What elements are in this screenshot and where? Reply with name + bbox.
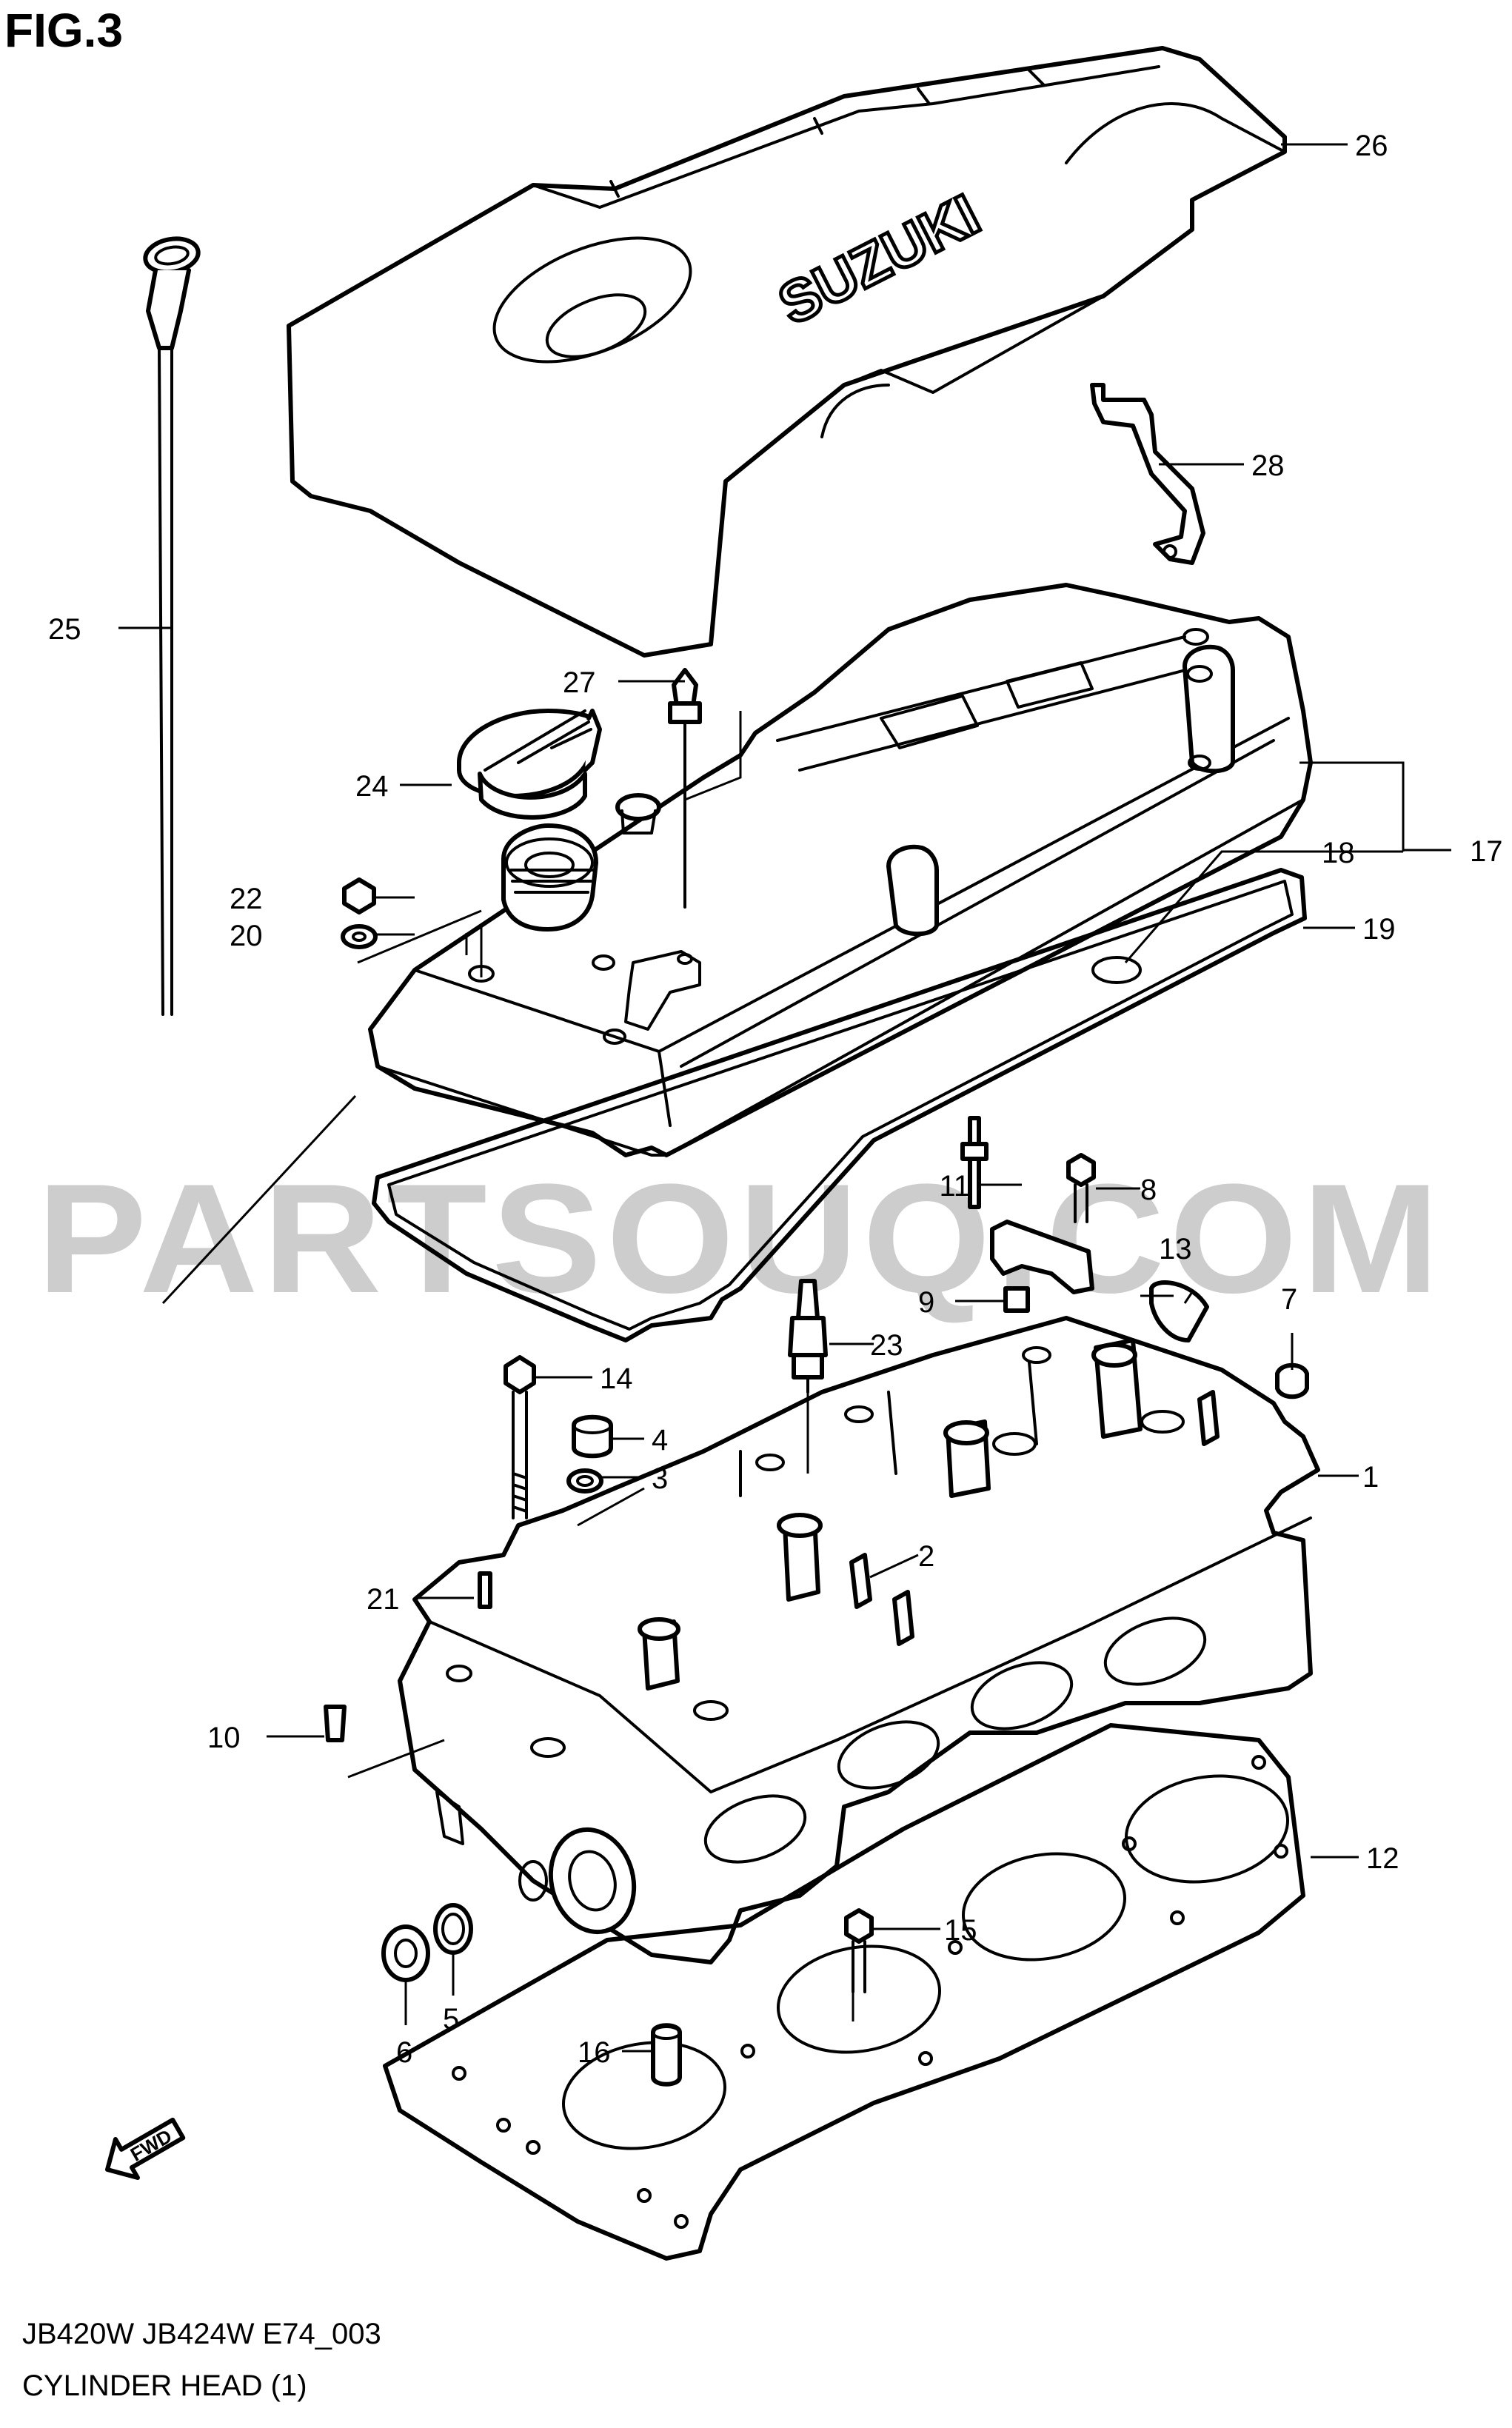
callout-26[interactable]: 26 <box>1355 130 1388 162</box>
oil-filler-cap[interactable] <box>457 709 602 820</box>
bracket[interactable] <box>1090 383 1205 565</box>
plug-4[interactable] <box>572 1414 613 1459</box>
callout-16[interactable]: 16 <box>578 2036 611 2069</box>
callout-12[interactable]: 12 <box>1366 1842 1399 1875</box>
stud-11[interactable] <box>968 1116 981 1209</box>
figure-title: FIG.3 <box>4 4 124 57</box>
callout-1[interactable]: 1 <box>1362 1461 1379 1494</box>
washer-20[interactable] <box>341 924 378 949</box>
bolt-14[interactable] <box>504 1355 536 1519</box>
callout-18[interactable]: 18 <box>1322 837 1355 869</box>
dowel-16[interactable] <box>651 2023 682 2087</box>
callout-9[interactable]: 9 <box>918 1286 934 1319</box>
callout-21[interactable]: 21 <box>367 1583 400 1616</box>
callout-leaders <box>118 143 1451 2053</box>
callout-6[interactable]: 6 <box>396 2036 412 2069</box>
callout-13[interactable]: 13 <box>1159 1233 1192 1265</box>
plug-13[interactable] <box>1149 1280 1209 1342</box>
fwd-arrow: FWD <box>105 2117 186 2180</box>
callout-19[interactable]: 19 <box>1362 913 1396 946</box>
bolt-10[interactable] <box>324 1705 347 1742</box>
callout-4[interactable]: 4 <box>652 1424 668 1457</box>
washer-3[interactable] <box>566 1468 603 1494</box>
callout-27[interactable]: 27 <box>563 666 596 699</box>
watermark: PARTSOUQ.COM <box>37 1151 1444 1325</box>
plug-7[interactable] <box>1275 1362 1309 1399</box>
callout-labels: 1 2 3 4 5 6 7 8 9 10 11 12 13 14 15 16 1… <box>48 130 1503 2069</box>
callout-23[interactable]: 23 <box>870 1329 903 1362</box>
callout-25[interactable]: 25 <box>48 613 81 646</box>
cylinder-head-gasket[interactable] <box>383 1723 1305 2261</box>
stud-21[interactable] <box>478 1571 492 1609</box>
oil-seal-ring[interactable] <box>1091 956 1142 984</box>
callout-3[interactable]: 3 <box>652 1462 668 1495</box>
callout-22[interactable]: 22 <box>230 883 263 915</box>
callout-17[interactable]: 17 <box>1470 835 1503 868</box>
cylinder-head[interactable] <box>398 1316 1320 1964</box>
callout-15[interactable]: 15 <box>944 1914 977 1947</box>
callout-11[interactable]: 11 <box>939 1170 970 1203</box>
callout-24[interactable]: 24 <box>355 770 389 803</box>
callout-5[interactable]: 5 <box>443 2003 459 2036</box>
callout-20[interactable]: 20 <box>230 920 263 952</box>
callout-2[interactable]: 2 <box>918 1540 934 1573</box>
plug-6[interactable] <box>381 1924 430 1982</box>
callout-28[interactable]: 28 <box>1251 449 1285 482</box>
diagram-code: JB420W JB424W E74_003 <box>22 2318 381 2350</box>
sleeve-9[interactable] <box>1003 1286 1030 1313</box>
bolt-8[interactable] <box>1066 1153 1096 1223</box>
oil-dipstick[interactable] <box>143 235 201 1016</box>
seal-5[interactable] <box>433 1903 473 1955</box>
spark-plug-23[interactable] <box>788 1279 828 1394</box>
head-cover-gasket[interactable] <box>372 868 1307 1342</box>
bolt-15[interactable] <box>844 1908 874 1993</box>
engine-cover[interactable]: SUZUKI <box>287 46 1287 658</box>
callout-8[interactable]: 8 <box>1140 1174 1157 1206</box>
bracket-cap[interactable] <box>990 1220 1094 1294</box>
cylinder-head-cover[interactable] <box>368 583 1313 1157</box>
diagram-caption: CYLINDER HEAD (1) <box>22 2370 307 2402</box>
callout-10[interactable]: 10 <box>207 1722 241 1754</box>
callout-7[interactable]: 7 <box>1281 1283 1297 1316</box>
callout-14[interactable]: 14 <box>600 1362 633 1395</box>
nut-22[interactable] <box>342 877 376 914</box>
